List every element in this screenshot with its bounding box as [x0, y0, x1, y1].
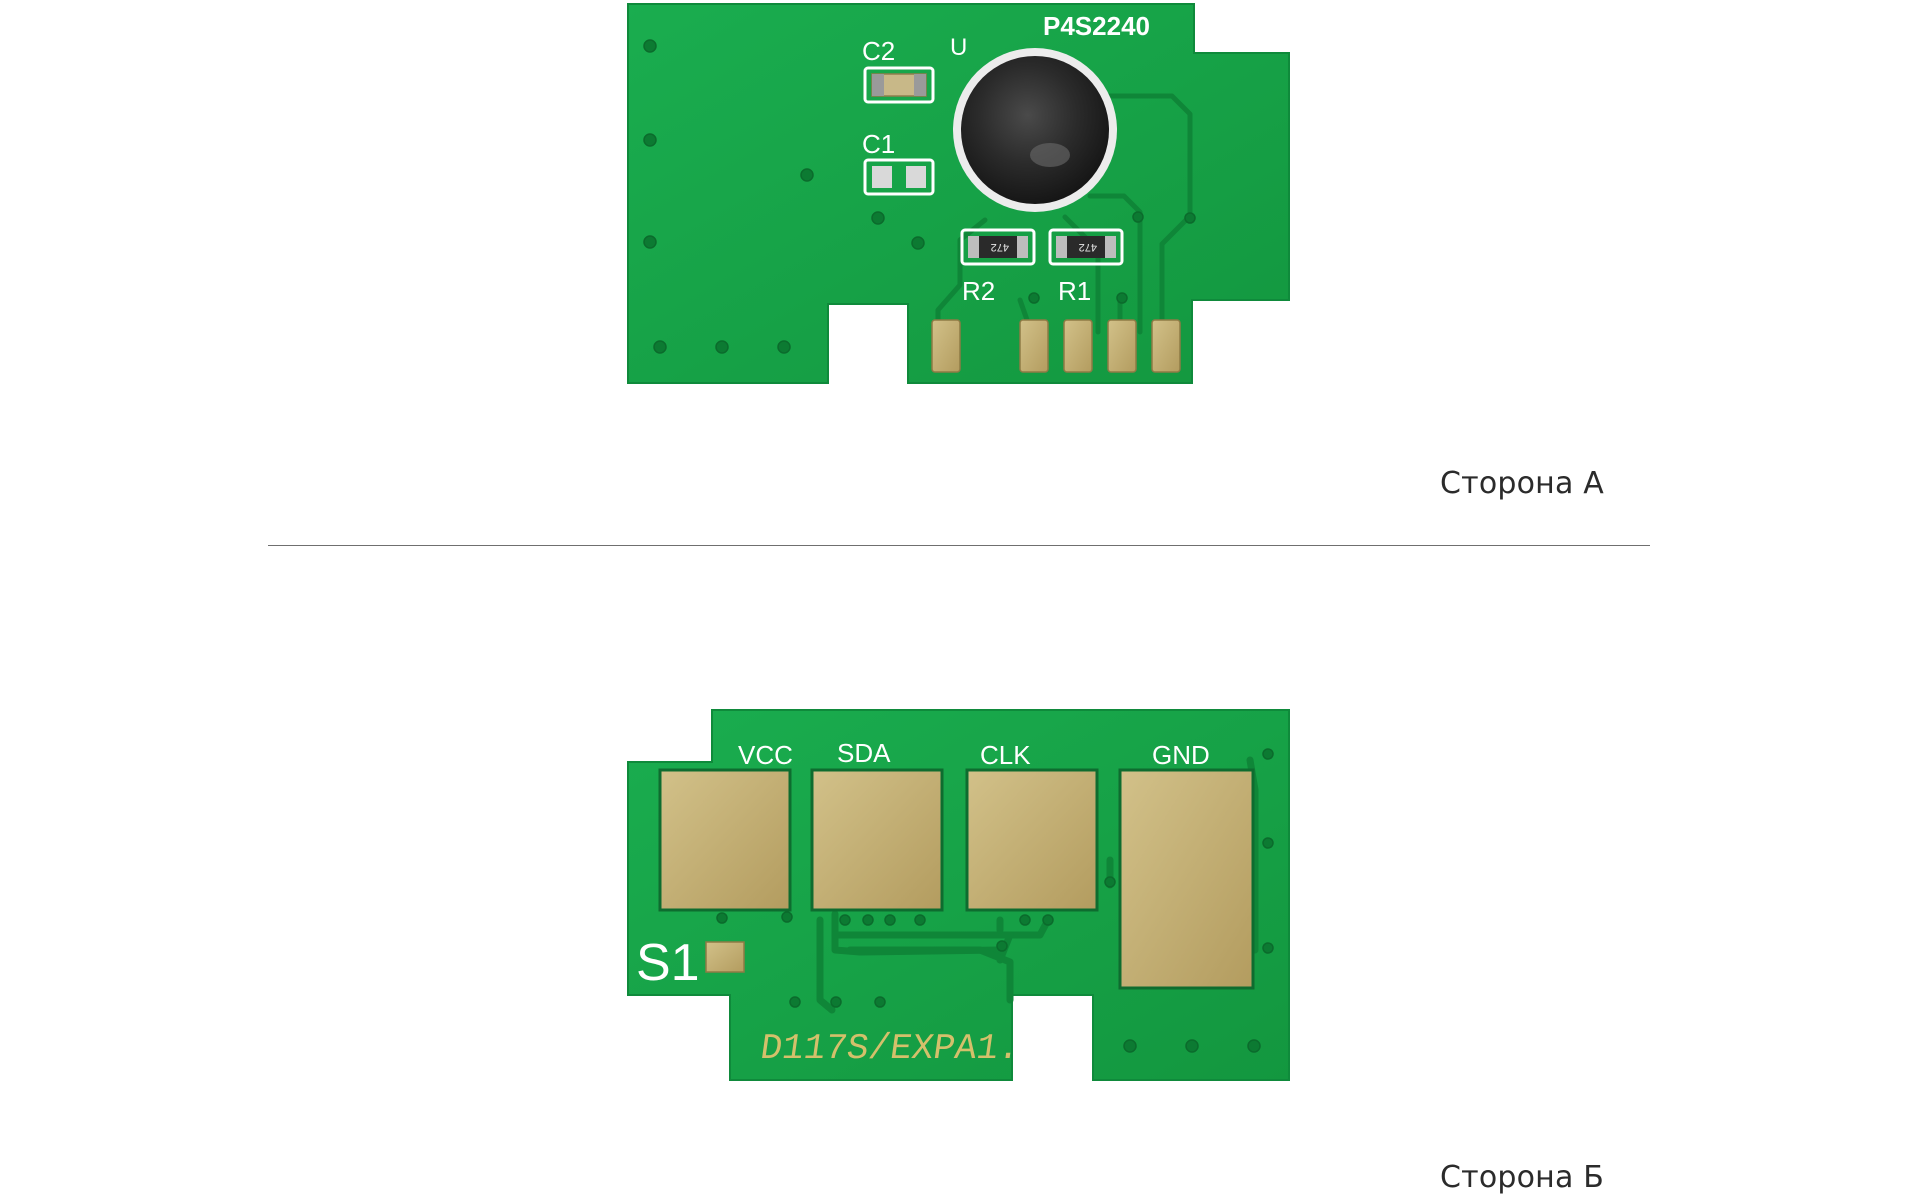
label-s1: S1 — [636, 934, 700, 992]
label-r1: R1 — [1058, 276, 1091, 306]
side-b-vias — [716, 748, 1274, 1053]
label-p4s2240: P4S2240 — [1043, 11, 1150, 41]
board-code: D117S/EXPA1. — [758, 1028, 1023, 1069]
label-u: U — [950, 34, 967, 61]
label-r2: R2 — [962, 276, 995, 306]
pad-vcc — [658, 768, 792, 912]
caption-side-a: Сторона А — [1440, 466, 1605, 501]
label-c1: C1 — [862, 129, 895, 159]
pad-clk — [965, 768, 1099, 912]
resistor-code-r1: 472 — [1079, 241, 1097, 253]
pad-label-gnd: GND — [1152, 740, 1210, 770]
label-c2: C2 — [862, 36, 895, 66]
caption-side-b: Сторона Б — [1440, 1160, 1605, 1195]
side-b-board: VCC SDA CLK GND S1 D117S/EXPA1. — [627, 709, 1290, 1081]
via-dots — [643, 39, 1196, 354]
pad-sda — [810, 768, 944, 912]
pad-gnd — [1118, 768, 1255, 990]
side-a-contacts — [931, 319, 1181, 373]
section-divider — [268, 545, 1650, 546]
pad-label-sda: SDA — [837, 738, 891, 768]
resistor-code-r2: 472 — [991, 241, 1009, 253]
pad-label-vcc: VCC — [738, 740, 793, 770]
side-b-pads — [658, 768, 1255, 990]
pad-label-clk: CLK — [980, 740, 1031, 770]
side-a-board: P4S2240 C2 U C1 R2 R1 472 472 — [627, 3, 1290, 384]
